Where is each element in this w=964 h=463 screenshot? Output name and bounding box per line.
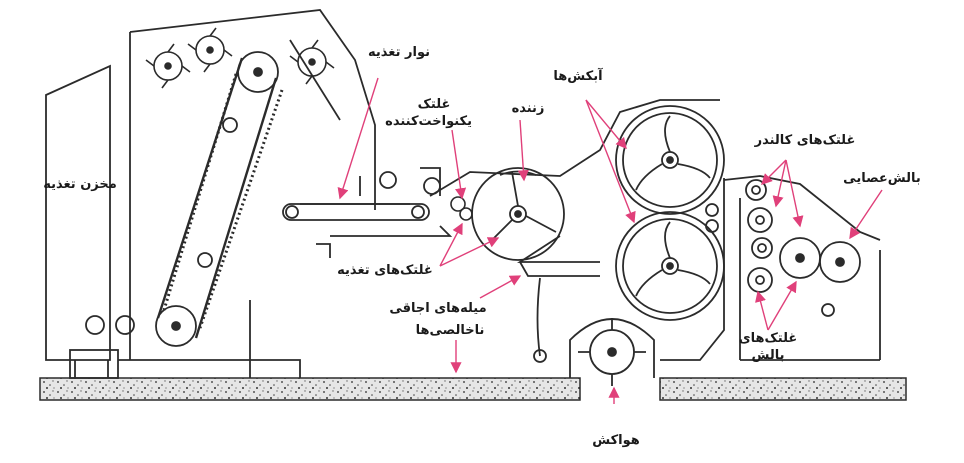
condenser-drums xyxy=(615,105,725,361)
beater-housing xyxy=(429,99,720,363)
feed-storage xyxy=(45,64,119,379)
beater xyxy=(471,167,565,261)
spiked-lattice xyxy=(85,51,284,347)
feed-belt xyxy=(282,167,453,258)
feed-rollers-pair xyxy=(450,196,473,221)
calender-section xyxy=(705,175,881,361)
label-beater: زننده xyxy=(511,101,545,116)
label-feed-rollers: غلتک‌های تغذیه xyxy=(337,263,433,278)
label-pillow-rollers: غلتک‌های بالش xyxy=(738,331,798,363)
label-calender-rollers: غلتک‌های کالندر xyxy=(754,133,856,148)
label-leveling-roller: غلتک یکنواخت‌کننده xyxy=(385,97,472,129)
label-exhaust: هواکش xyxy=(592,433,640,448)
label-feed-storage: مخزن تغذیه xyxy=(43,177,117,192)
floor xyxy=(39,377,907,401)
label-feed-belt: نوار تغذیه xyxy=(368,45,430,60)
label-pulp-pillow: بالش‌عصایی xyxy=(843,171,921,186)
label-air-suckers: آبکش‌ها xyxy=(553,69,603,84)
main-housing xyxy=(118,9,376,378)
spiked-rollers xyxy=(145,27,335,89)
label-impurities: ناخالصی‌ها xyxy=(415,323,485,338)
exhaust-fan xyxy=(569,318,655,386)
callout-arrows xyxy=(337,77,883,404)
label-grate-bars: میله‌های اجاقی xyxy=(389,301,487,316)
